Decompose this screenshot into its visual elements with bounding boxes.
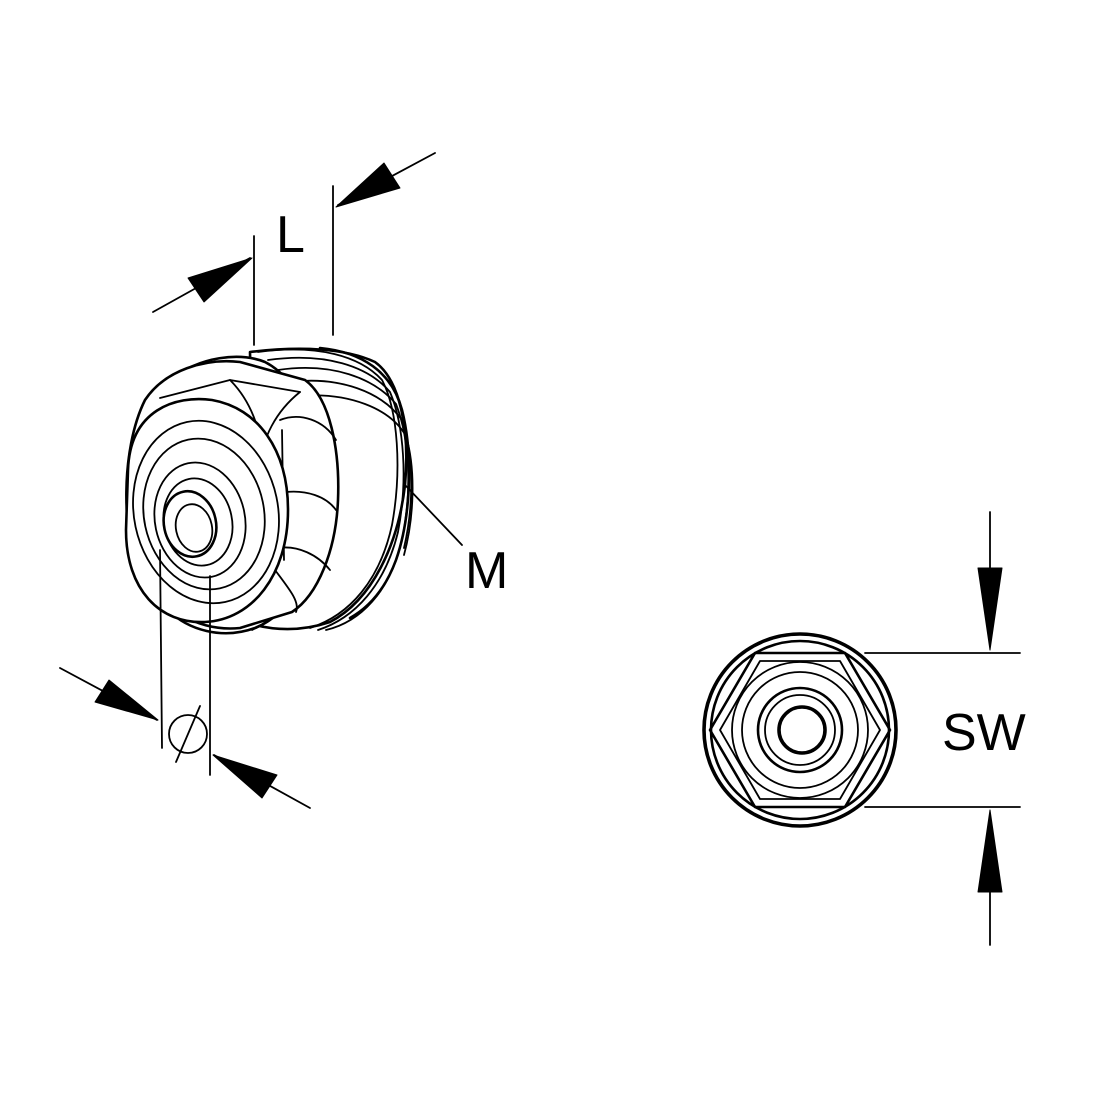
dimension-diameter [59, 549, 311, 809]
diameter-arrow-left [94, 679, 159, 721]
label-wrench-size: SW [942, 704, 1026, 762]
label-thread: M [465, 542, 508, 600]
dimension-wrench-size [864, 511, 1021, 946]
label-bore-diameter: ⌀ [0, 0, 1, 1]
isometric-view [59, 152, 463, 809]
thread-leader [405, 485, 463, 546]
sw-arrow-top [977, 567, 1003, 651]
diameter-arrow-right [212, 754, 278, 799]
front-view [702, 511, 1021, 946]
dimension-arrow-left [187, 257, 253, 303]
front-face [124, 397, 290, 624]
label-length: L [276, 206, 305, 264]
dimension-length [152, 152, 436, 346]
sw-arrow-bottom [977, 809, 1003, 893]
dimension-arrow-right [335, 162, 401, 208]
